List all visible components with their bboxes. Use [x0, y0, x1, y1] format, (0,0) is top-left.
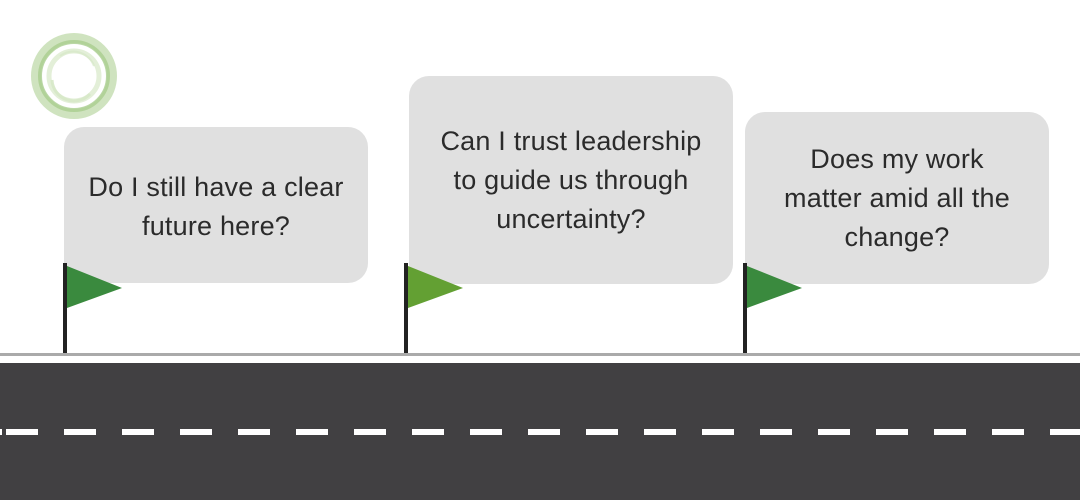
question-bubble-1: Do I still have a clear future here? — [64, 127, 368, 283]
question-text-2: Can I trust leadership to guide us throu… — [440, 122, 701, 239]
question-2-line-1: Can I trust leadership — [440, 125, 702, 156]
question-3-line-1: Does my work — [810, 143, 984, 174]
question-2-line-2: to guide us through — [453, 164, 689, 195]
green-flag-icon — [63, 263, 122, 356]
question-text-3: Does my work matter amid all the change? — [784, 140, 1010, 257]
green-flag-icon — [743, 263, 802, 354]
question-2-line-3: uncertainty? — [496, 203, 646, 234]
question-1-line-2: future here? — [142, 211, 290, 241]
question-bubble-2: Can I trust leadership to guide us throu… — [409, 76, 733, 284]
road-shoulder — [0, 356, 1080, 363]
question-3-line-3: change? — [844, 221, 950, 252]
question-1-line-1: Do I still have a clear — [88, 172, 344, 202]
road — [0, 363, 1080, 500]
road-curb-line — [0, 353, 1080, 356]
green-flag-icon — [404, 263, 463, 354]
green-ring-logo-icon — [31, 33, 117, 119]
question-text-1: Do I still have a clear future here? — [88, 168, 343, 246]
question-bubble-3: Does my work matter amid all the change? — [745, 112, 1049, 284]
question-3-line-2: matter amid all the — [784, 182, 1010, 213]
dashed-lane-marking — [0, 429, 1080, 435]
